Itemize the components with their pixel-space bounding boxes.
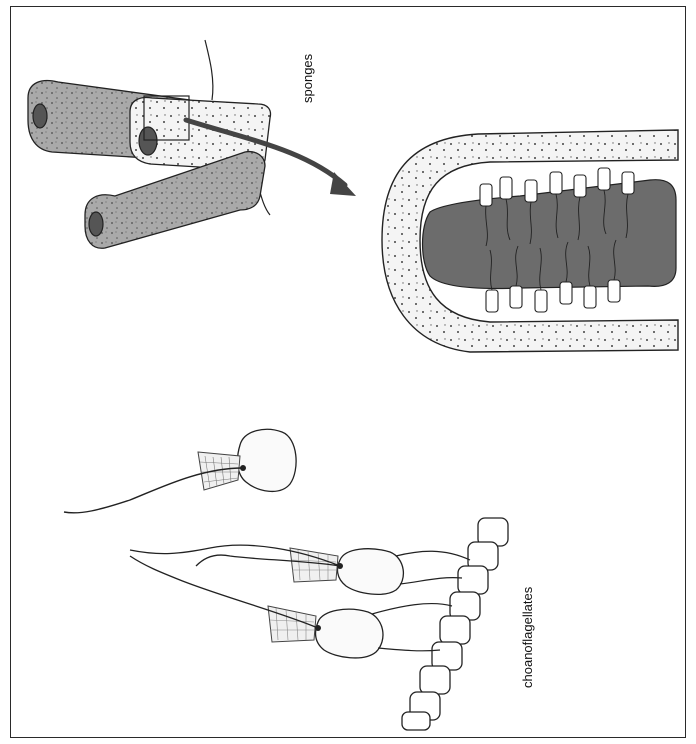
sponge-cross-section <box>382 130 678 352</box>
choanoflagellate-colony <box>130 518 508 730</box>
sponge-lumen <box>423 180 677 289</box>
choanoflagellate-single <box>64 429 296 513</box>
sponges-label: sponges <box>300 54 315 103</box>
choanoflagellates-label: choanoflagellates <box>520 587 535 688</box>
sponge-colony <box>28 40 271 248</box>
